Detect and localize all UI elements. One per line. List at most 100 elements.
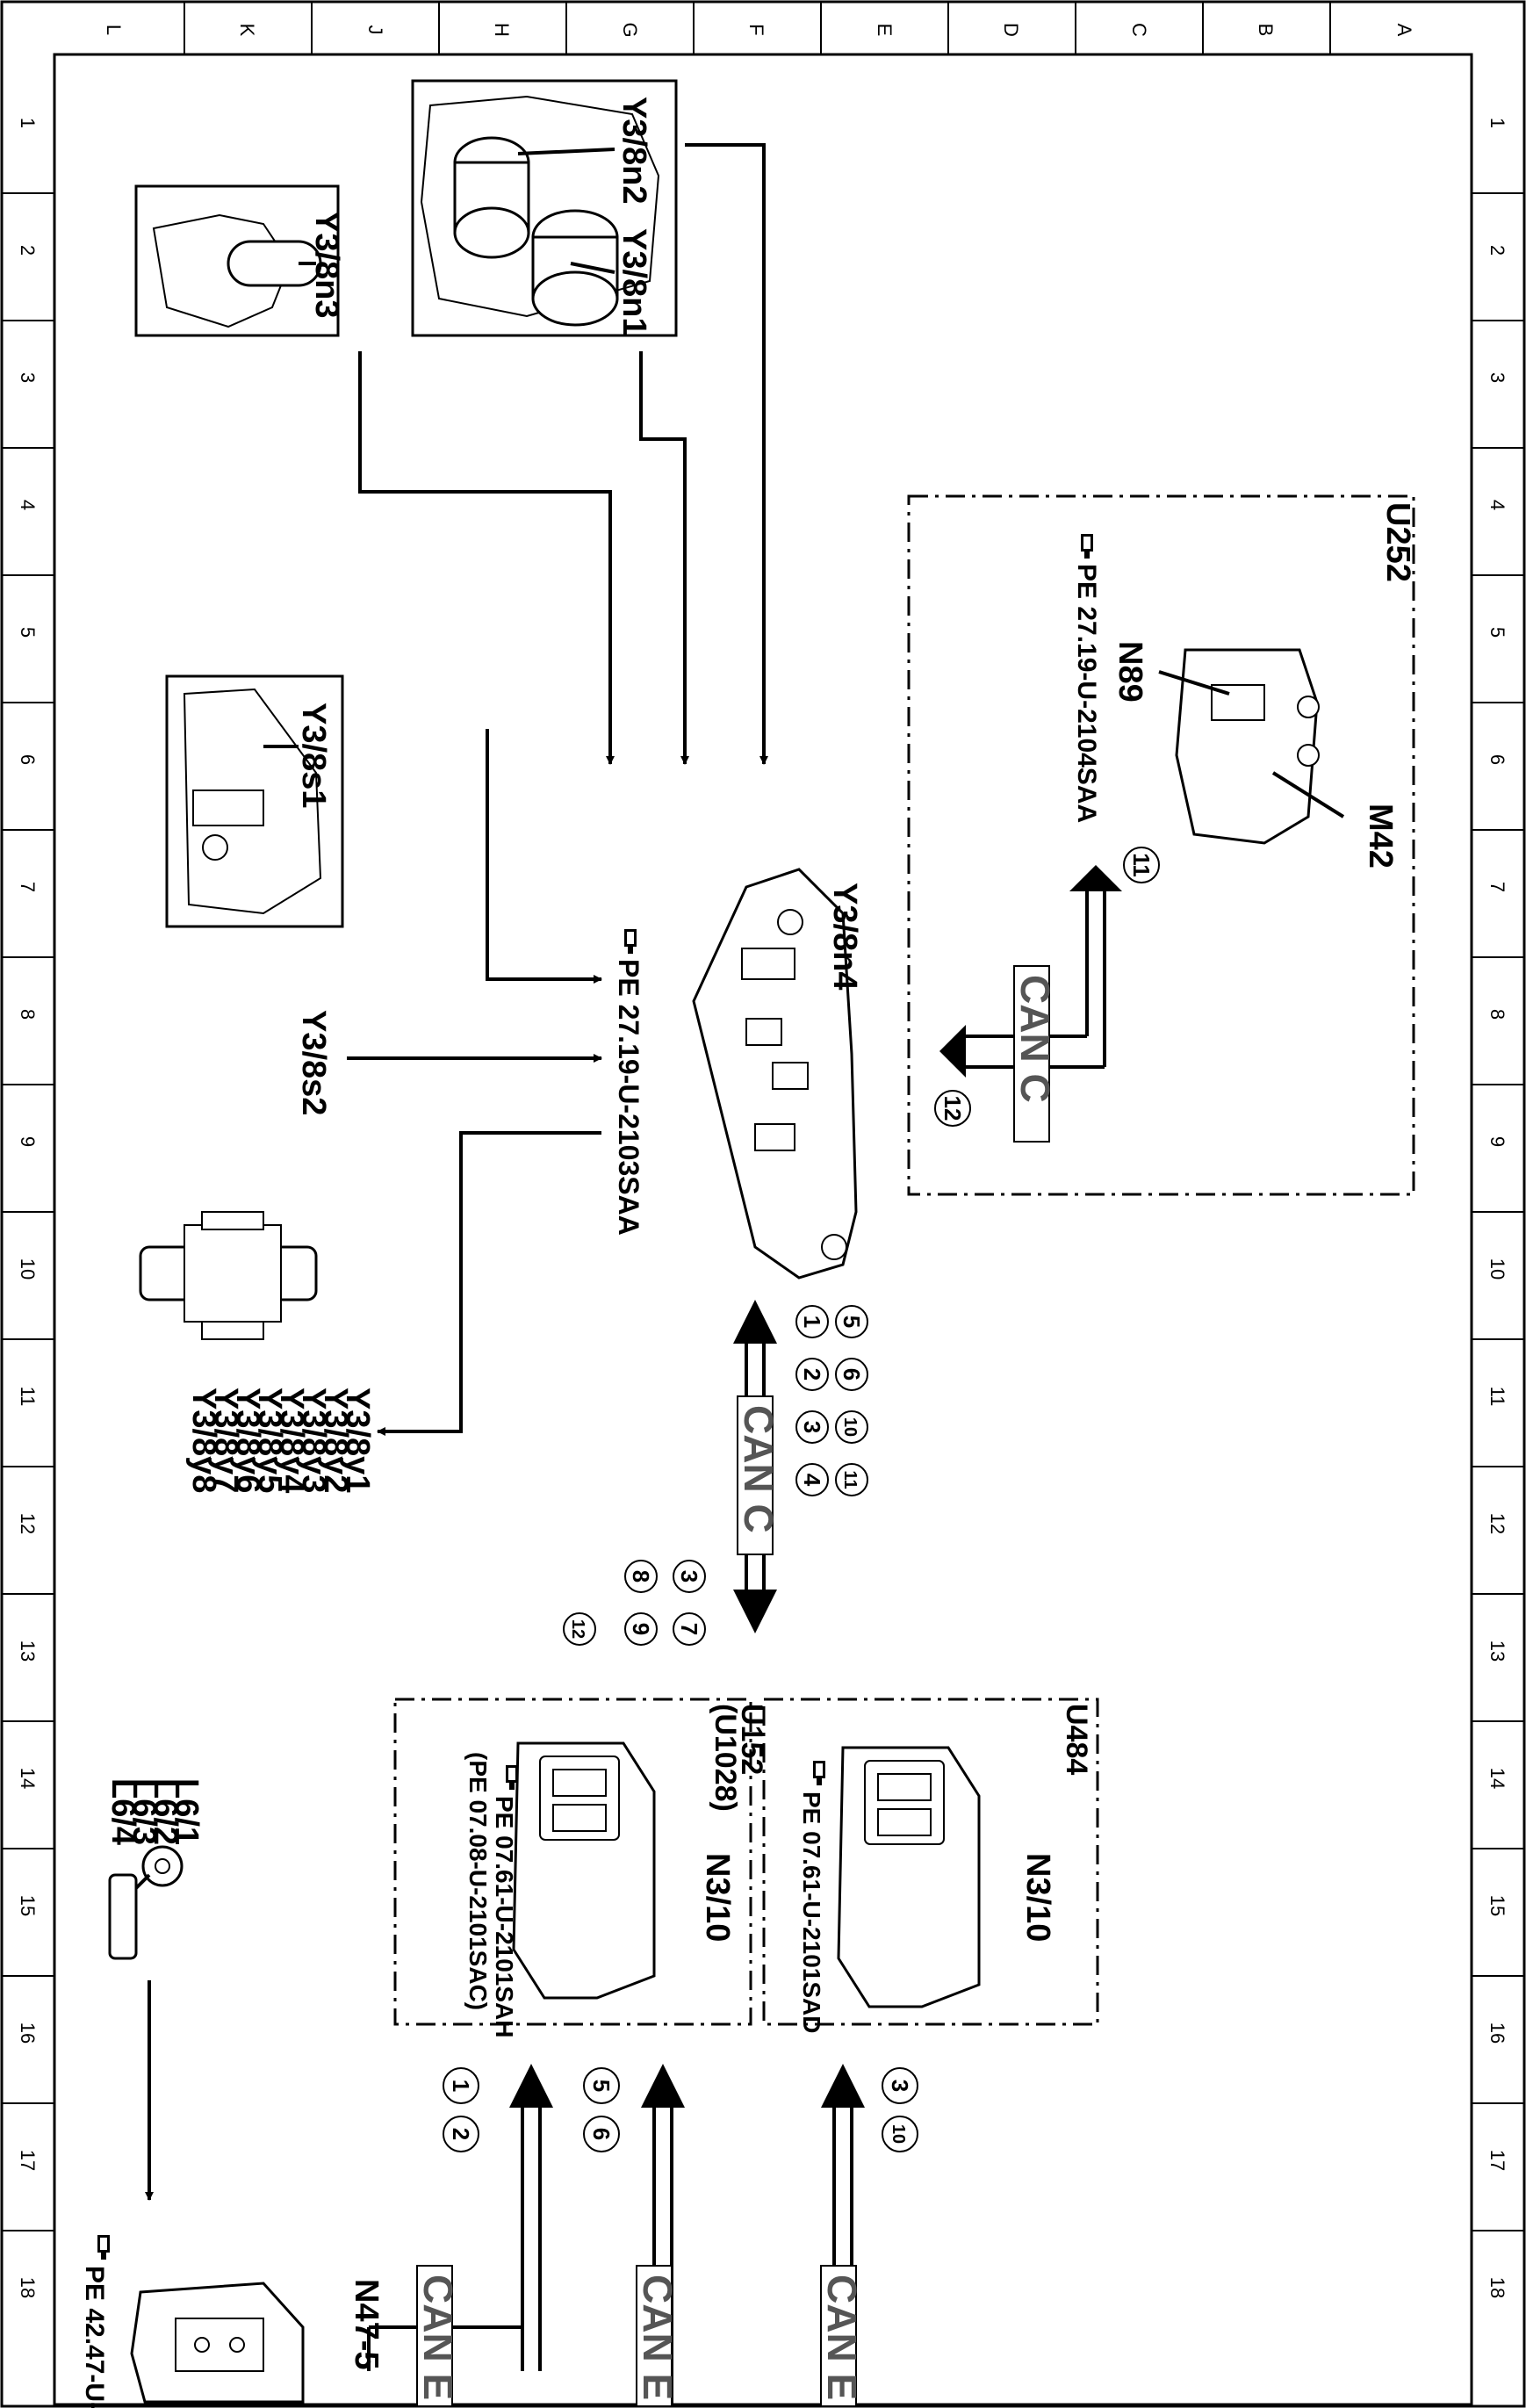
label-y3-8y2: Y3/8y2 — [317, 1388, 354, 1493]
bubble-1 — [795, 1305, 829, 1338]
bottom-bubbles: 1 2 5 6 3 10 — [443, 2067, 918, 2152]
bubble-6 — [835, 1358, 868, 1391]
valve-solenoid — [139, 1211, 318, 1340]
pointing-hand-icon — [1081, 534, 1093, 559]
sensor-box-n3 — [134, 184, 340, 337]
bubble-b10 — [882, 2116, 918, 2152]
bubble-6-text: 6 — [839, 1368, 865, 1381]
label-y3-8s2: Y3/8s2 — [295, 1010, 332, 1115]
grid-row-17-right: 17 — [1486, 2150, 1508, 2171]
label-y3-8n4: Y3/8n4 — [826, 883, 863, 991]
grid-row-6-right: 6 — [1486, 754, 1508, 765]
label-y3-8y1: Y3/8y1 — [339, 1388, 376, 1493]
grid-row-7-right: 7 — [1486, 882, 1508, 892]
label-n3-10-u484: N3/10 — [1019, 1853, 1056, 1942]
grid-col-e: E — [874, 24, 896, 37]
label-n89: N89 — [1112, 641, 1148, 703]
grid-column-labels: L K J H G F E D C B A — [103, 22, 1415, 37]
label-y3-8y3: Y3/8y3 — [295, 1388, 332, 1493]
grid-row-13-left: 13 — [17, 1640, 39, 1662]
bubble-9 — [624, 1612, 658, 1646]
can-e-bus-1 — [367, 2064, 553, 2407]
bubble-b5 — [583, 2067, 620, 2104]
signal-lines — [347, 143, 768, 1436]
u152-box — [393, 1698, 752, 2026]
u252-box — [907, 494, 1415, 1196]
bubble-2 — [795, 1358, 829, 1391]
ecu-n3-10-u484 — [837, 1746, 981, 2008]
bubble-b10-text: 10 — [889, 2124, 908, 2144]
grid-row-2-right: 2 — [1486, 245, 1508, 256]
l6-sensor — [108, 1845, 184, 1960]
bubble-10-text: 10 — [840, 1417, 860, 1437]
bubble-8-text: 8 — [628, 1570, 654, 1583]
actuator-n89-m42 — [1158, 648, 1345, 845]
can-c-bubbles-lower: 3 7 8 9 12 — [563, 1560, 706, 1646]
bubble-12-text: 12 — [568, 1619, 587, 1639]
ref-icon-u252 — [1081, 534, 1093, 559]
grid-col-c: C — [1128, 23, 1150, 37]
grid-col-a: A — [1393, 24, 1415, 37]
bubble-b6 — [583, 2116, 620, 2152]
u252-can-bus — [939, 865, 1122, 1143]
bubble-u252-12 — [934, 1090, 971, 1127]
label-y3-8n1: Y3/8n1 — [615, 228, 652, 336]
bubble-b1 — [443, 2067, 479, 2104]
grid-row-17-left: 17 — [17, 2150, 39, 2171]
bubble-3b-text: 3 — [676, 1570, 702, 1583]
grid-col-k: K — [236, 24, 258, 37]
bubble-u252-12-text: 12 — [939, 1096, 966, 1121]
grid-col-d: D — [1000, 23, 1022, 37]
bubble-7-text: 7 — [676, 1623, 702, 1635]
ref-icon-n47 — [97, 2235, 110, 2260]
grid-row-1-left: 1 — [17, 118, 39, 128]
grid-row-4-left: 4 — [17, 500, 39, 510]
grid-row-10-right: 10 — [1486, 1258, 1508, 1280]
grid-row-12-right: 12 — [1486, 1513, 1508, 1534]
can-c-bubbles-upper: 5 6 10 11 1 2 3 4 — [795, 1305, 868, 1496]
bubble-12 — [563, 1612, 596, 1646]
label-m42: M42 — [1362, 804, 1399, 869]
grid-row-5-left: 5 — [17, 627, 39, 638]
bubble-u252-11 — [1123, 847, 1160, 883]
grid-row-4-right: 4 — [1486, 500, 1508, 510]
l6-sensor-labels: L6/1 L6/2 L6/3 L6/4 — [104, 1778, 205, 1845]
bubble-8 — [624, 1560, 658, 1593]
label-u1028: (U1028) — [709, 1704, 742, 1812]
grid-row-16-right: 16 — [1486, 2022, 1508, 2044]
ref-u152-2: (PE 07.08-U-2101SAC) — [464, 1752, 492, 2010]
ref-icon-n4 — [624, 929, 637, 954]
valve-labels: Y3/8y1 Y3/8y2 Y3/8y3 Y3/8y4 Y3/8y5 Y3/8y… — [185, 1388, 376, 1493]
inner-frame — [53, 53, 1473, 2406]
switch-box-s1 — [165, 674, 344, 928]
grid-row-12-left: 12 — [17, 1513, 39, 1534]
label-l6-3: L6/3 — [126, 1778, 162, 1845]
bubble-11 — [835, 1463, 868, 1496]
grid-row-6-left: 6 — [17, 754, 39, 765]
grid-row-11-right: 11 — [1486, 1387, 1508, 1407]
label-y3-8n3: Y3/8n3 — [308, 211, 345, 319]
can-e-label-3: CAN E — [819, 2275, 865, 2400]
pointing-hand-icon — [97, 2235, 110, 2260]
grid-col-f: F — [745, 24, 767, 35]
u252-can-label: CAN C — [1012, 975, 1058, 1103]
bubble-b1-text: 1 — [448, 2080, 474, 2092]
ref-icon-u484 — [813, 1761, 825, 1785]
label-l6-4: L6/4 — [104, 1778, 141, 1845]
label-u252: U252 — [1379, 502, 1416, 582]
grid-row-14-right: 14 — [1486, 1768, 1508, 1789]
label-y3-8y4: Y3/8y4 — [273, 1388, 310, 1493]
can-e-label-1: CAN E — [415, 2275, 461, 2400]
can-e-label-2: CAN E — [635, 2275, 680, 2400]
bubble-7 — [673, 1612, 706, 1646]
label-y3-8y8: Y3/8y8 — [185, 1388, 222, 1493]
grid-row-5-right: 5 — [1486, 627, 1508, 638]
pointing-hand-icon — [813, 1761, 825, 1785]
bubble-10 — [835, 1410, 868, 1444]
bubble-b2-text: 2 — [448, 2128, 474, 2140]
bubble-5 — [835, 1305, 868, 1338]
bubble-b2 — [443, 2116, 479, 2152]
label-y3-8n2: Y3/8n2 — [615, 97, 652, 205]
